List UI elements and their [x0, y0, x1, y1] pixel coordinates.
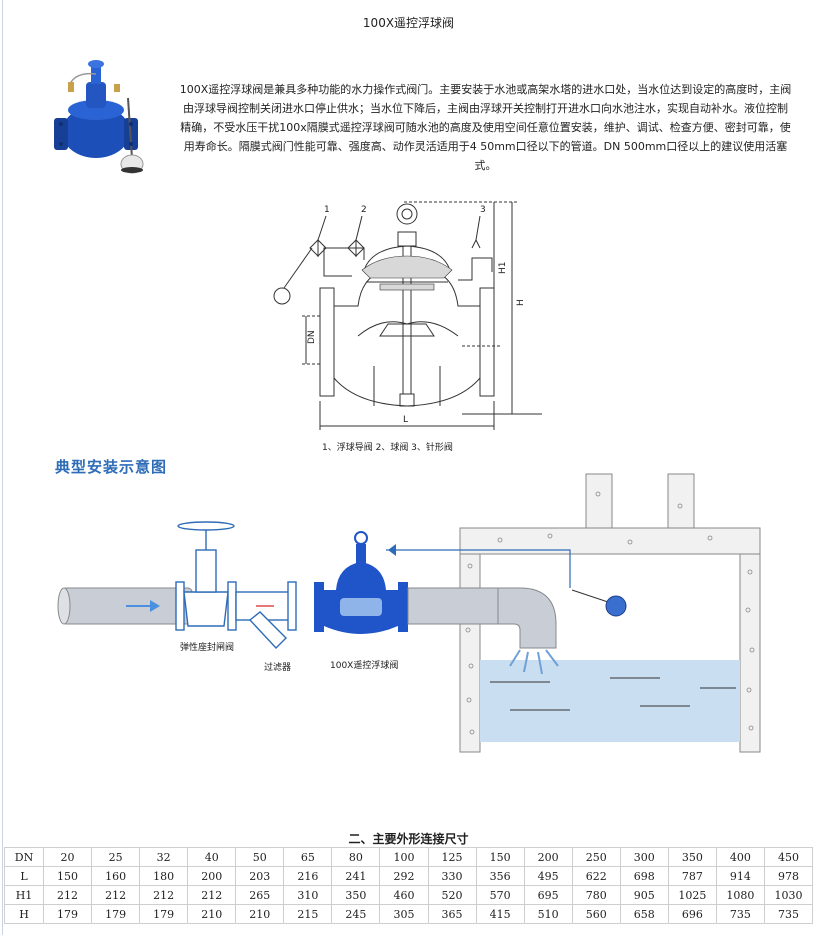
dim-h1-label: H1: [498, 262, 508, 275]
cell: 695: [523, 885, 573, 905]
cell: 212: [91, 885, 141, 905]
cell: 212: [139, 885, 189, 905]
cell: 450: [763, 847, 814, 867]
cell: 780: [571, 885, 621, 905]
cell: 350: [331, 885, 381, 905]
cell: 20: [42, 847, 93, 867]
cell: 365: [427, 904, 477, 924]
table-row: H1 212 212 212 212 265 310 350 460 520 5…: [4, 885, 814, 905]
cell: 100: [379, 847, 429, 867]
cell: 212: [42, 885, 93, 905]
callout-1: 1: [324, 205, 330, 215]
cell: 40: [187, 847, 237, 867]
table-row: DN 20 25 32 40 50 65 80 100 125 150 200 …: [4, 847, 814, 867]
callout-3: 3: [480, 205, 486, 215]
dimension-table: DN 20 25 32 40 50 65 80 100 125 150 200 …: [4, 847, 814, 924]
cell: 179: [42, 904, 93, 924]
float-valve-label: 100X遥控浮球阀: [330, 659, 398, 671]
left-border-line: [2, 0, 3, 935]
cell: 160: [91, 866, 141, 886]
valve-section-drawing: 1 2 3 H1 H DN L 1、浮球导阀 2、球阀 3、针形阀: [273, 201, 542, 453]
cell: 520: [427, 885, 477, 905]
cell: 1025: [667, 885, 717, 905]
cell: 200: [187, 866, 237, 886]
cell: 350: [667, 847, 717, 867]
cell: 978: [763, 866, 814, 886]
cell: 735: [715, 904, 765, 924]
cell: 305: [379, 904, 429, 924]
cell: 50: [235, 847, 285, 867]
cell: 400: [715, 847, 765, 867]
cell: 560: [571, 904, 621, 924]
cell: 570: [475, 885, 525, 905]
cell: 180: [139, 866, 189, 886]
diagram-legend: 1、浮球导阀 2、球阀 3、针形阀: [322, 441, 453, 453]
cell: 125: [427, 847, 477, 867]
cell: 1080: [715, 885, 765, 905]
cell: 460: [379, 885, 429, 905]
installation-schematic: 弹性座封闸阀 过滤器 100X遥控浮球阀: [57, 473, 761, 753]
cell: 658: [619, 904, 669, 924]
cell: 32: [139, 847, 189, 867]
callout-2: 2: [361, 205, 367, 215]
cell: 241: [331, 866, 381, 886]
cell: 622: [571, 866, 621, 886]
install-section-title: 典型安装示意图: [55, 458, 168, 476]
cell: 698: [619, 866, 669, 886]
cell: 250: [571, 847, 621, 867]
cell: 203: [235, 866, 285, 886]
row-header-h1: H1: [4, 885, 44, 905]
cell: 914: [715, 866, 765, 886]
page-title: 100X遥控浮球阀: [362, 16, 455, 30]
cell: 216: [283, 866, 333, 886]
cell: 179: [91, 904, 141, 924]
cell: 1030: [763, 885, 814, 905]
row-header-h: H: [4, 904, 44, 924]
cell: 200: [523, 847, 573, 867]
cell: 735: [763, 904, 814, 924]
table-row: H 179 179 179 210 210 215 245 305 365 41…: [4, 904, 814, 924]
cell: 265: [235, 885, 285, 905]
cell: 150: [475, 847, 525, 867]
cell: 215: [283, 904, 333, 924]
product-photo: [48, 52, 166, 180]
cell: 495: [523, 866, 573, 886]
cell: 330: [427, 866, 477, 886]
cell: 245: [331, 904, 381, 924]
row-header-dn: DN: [4, 847, 44, 867]
cell: 25: [91, 847, 141, 867]
table-title: 二、主要外形连接尺寸: [348, 832, 469, 846]
cell: 210: [235, 904, 285, 924]
cell: 292: [379, 866, 429, 886]
table-row: L 150 160 180 200 203 216 241 292 330 35…: [4, 866, 814, 886]
cell: 356: [475, 866, 525, 886]
cell: 212: [187, 885, 237, 905]
dim-l-label: L: [403, 415, 408, 425]
gate-valve-label: 弹性座封闸阀: [180, 641, 234, 653]
cell: 80: [331, 847, 381, 867]
cell: 150: [42, 866, 93, 886]
row-header-l: L: [4, 866, 44, 886]
cell: 300: [619, 847, 669, 867]
cell: 210: [187, 904, 237, 924]
cell: 510: [523, 904, 573, 924]
cell: 787: [667, 866, 717, 886]
dim-dn-label: DN: [307, 330, 317, 344]
cell: 310: [283, 885, 333, 905]
cell: 905: [619, 885, 669, 905]
product-description: 100X遥控浮球阀是兼具多种功能的水力操作式阀门。主要安装于水池或高架水塔的进水…: [179, 83, 792, 172]
cell: 415: [475, 904, 525, 924]
cell: 179: [139, 904, 189, 924]
cell: 696: [667, 904, 717, 924]
cell: 65: [283, 847, 333, 867]
strainer-label: 过滤器: [264, 661, 291, 673]
dim-h-label: H: [516, 299, 526, 306]
